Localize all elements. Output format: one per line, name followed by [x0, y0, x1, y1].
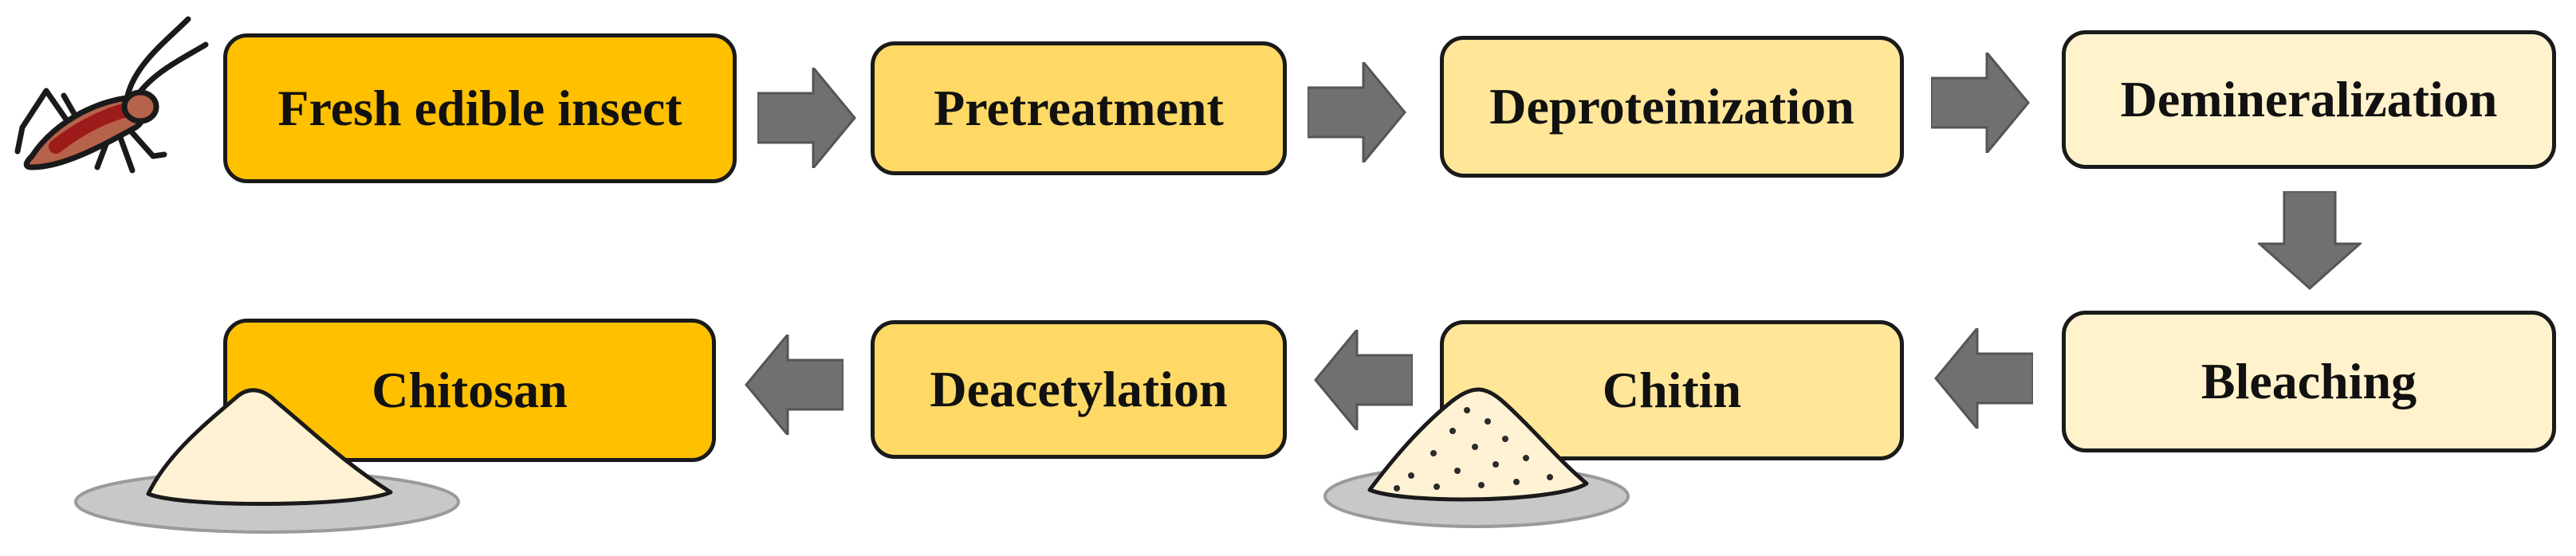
left-arrow-icon: [1934, 328, 2033, 429]
step-bleaching: Bleaching: [2062, 311, 2556, 452]
cricket-icon: [14, 16, 209, 174]
right-arrow-icon: [1931, 53, 2030, 153]
step-demineralization: Demineralization: [2062, 30, 2556, 169]
chitosan-powder-icon: [74, 388, 460, 534]
right-arrow-icon: [757, 68, 856, 168]
left-arrow-icon: [1314, 330, 1413, 430]
step-label: Bleaching: [2200, 353, 2417, 409]
right-arrow-icon: [1308, 62, 1406, 162]
step-label: Pretreatment: [934, 80, 1224, 136]
left-arrow-icon: [745, 335, 844, 435]
step-label: Fresh edible insect: [277, 80, 682, 136]
step-deacetylation: Deacetylation: [871, 320, 1287, 459]
step-label: Demineralization: [2120, 71, 2498, 127]
chitin-powder-icon: [1323, 387, 1630, 528]
step-deproteinization: Deproteinization: [1440, 36, 1904, 178]
step-label: Chitosan: [372, 362, 568, 418]
down-arrow-icon: [2258, 191, 2362, 290]
step-label: Deacetylation: [930, 361, 1228, 417]
step-chitin: Chitin: [1440, 320, 1904, 460]
step-label: Deproteinization: [1489, 78, 1854, 135]
step-label: Chitin: [1602, 362, 1742, 418]
step-fresh-edible-insect: Fresh edible insect: [223, 33, 737, 183]
step-pretreatment: Pretreatment: [871, 41, 1287, 175]
